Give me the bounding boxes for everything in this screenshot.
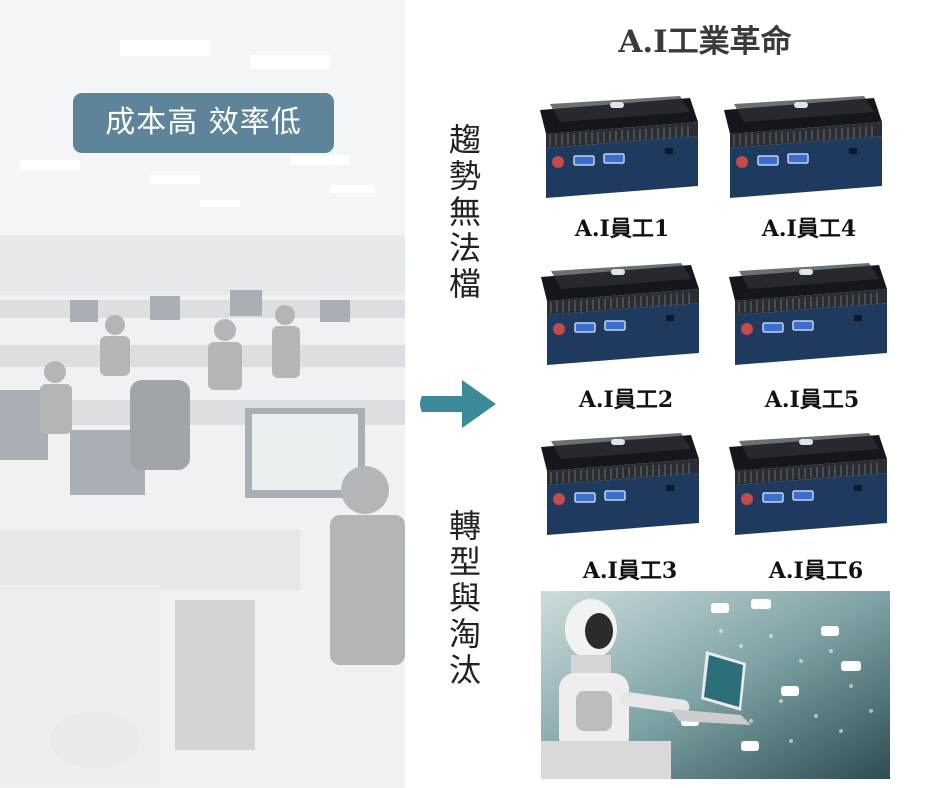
mini-pc-icon bbox=[541, 257, 699, 367]
transformation-vertical-text: 轉型與淘汰 bbox=[448, 507, 481, 689]
device-label: A.I員工6 bbox=[768, 558, 864, 584]
right-arrow-icon bbox=[418, 376, 500, 436]
cost-efficiency-badge: 成本高 效率低 bbox=[73, 93, 334, 153]
device-label: A.I員工4 bbox=[761, 216, 857, 242]
office-photo: 成本高 效率低 bbox=[0, 0, 405, 788]
mini-pc-icon bbox=[541, 427, 699, 537]
mini-pc-icon bbox=[724, 90, 882, 200]
page-title: A.I工業革命 bbox=[618, 24, 792, 60]
office-photo-illustration bbox=[0, 0, 405, 788]
trend-vertical-text: 趨勢無法檔 bbox=[448, 121, 481, 303]
mini-pc-icon bbox=[729, 427, 887, 537]
robot-laptop-image bbox=[541, 591, 890, 779]
device-label: A.I員工3 bbox=[582, 558, 678, 584]
mini-pc-icon bbox=[540, 90, 698, 200]
mini-pc-icon bbox=[729, 257, 887, 367]
device-label: A.I員工2 bbox=[578, 387, 674, 413]
device-label: A.I員工1 bbox=[574, 216, 670, 242]
device-label: A.I員工5 bbox=[764, 387, 860, 413]
